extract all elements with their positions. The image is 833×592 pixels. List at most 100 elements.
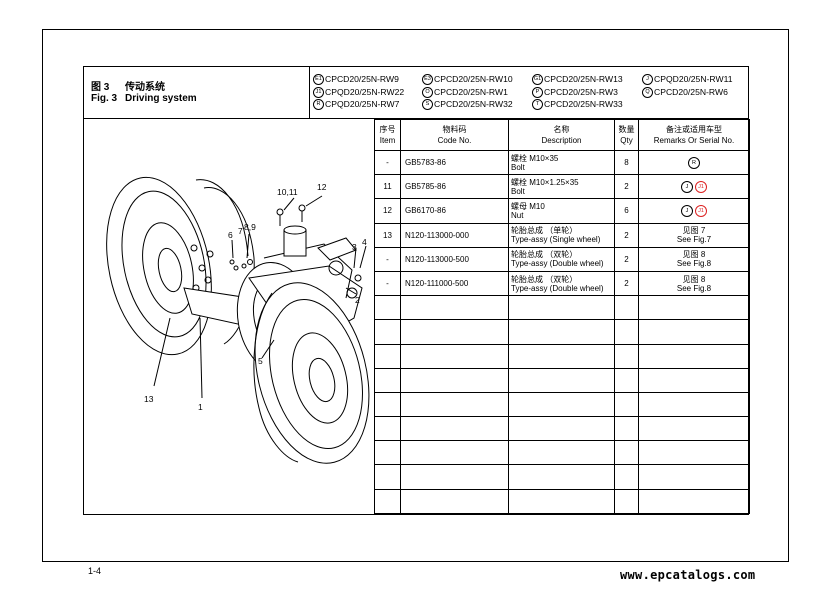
serial-badge-icon: J xyxy=(681,180,693,193)
model-badge-icon: G1 xyxy=(532,74,543,86)
empty-cell xyxy=(638,464,750,490)
description-en: Type-assy (Single wheel) xyxy=(511,235,601,245)
empty-cell xyxy=(614,295,639,321)
code-cell: GB5785-86 xyxy=(400,174,509,200)
callout-label: 1 xyxy=(198,402,203,412)
empty-cell xyxy=(508,367,615,393)
empty-cell xyxy=(614,488,639,514)
item-cell: 11 xyxy=(374,174,401,200)
empty-cell xyxy=(614,319,639,345)
table-row-empty xyxy=(374,295,750,321)
serial-badge-icon: J xyxy=(681,204,693,217)
serial-badge-icon: R xyxy=(688,156,700,169)
empty-cell xyxy=(374,416,401,442)
empty-cell xyxy=(508,295,615,321)
page-frame xyxy=(42,29,789,562)
empty-cell xyxy=(508,440,615,466)
empty-cell xyxy=(400,295,509,321)
callout-label: 12 xyxy=(317,182,327,192)
empty-cell xyxy=(374,440,401,466)
driving-system-illustration: 10,11 12 7 8,9 6 3 4 2 5 13 1 xyxy=(106,176,370,464)
callout-label: 2 xyxy=(355,295,360,305)
empty-cell xyxy=(614,367,639,393)
empty-cell xyxy=(508,464,615,490)
empty-cell xyxy=(638,367,750,393)
qty-cell: 2 xyxy=(614,174,639,200)
item-cell: 12 xyxy=(374,198,401,224)
table-row-empty xyxy=(374,367,750,393)
description-cell: 轮胎总成 （双轮）Type-assy (Double wheel) xyxy=(508,246,615,272)
table-row-empty xyxy=(374,440,750,466)
empty-cell xyxy=(400,343,509,369)
table-row-empty xyxy=(374,319,750,345)
description-en: Bolt xyxy=(511,162,525,172)
table-row-empty xyxy=(374,464,750,490)
empty-cell xyxy=(400,391,509,418)
description-cn: 螺栓 M10×1.25×35 xyxy=(511,177,579,187)
empty-cell xyxy=(614,464,639,490)
empty-cell xyxy=(508,343,615,369)
empty-cell xyxy=(374,343,401,369)
empty-cell xyxy=(508,416,615,442)
model-badge-icon: Q xyxy=(642,87,653,99)
description-cn: 轮胎总成 （双轮） xyxy=(511,250,578,260)
item-cell: 13 xyxy=(374,222,401,248)
model-badge-icon: R xyxy=(313,99,324,111)
empty-cell xyxy=(374,391,401,418)
remarks-cn: 见图 7 xyxy=(682,226,706,236)
description-cell: 轮胎总成 （双轮）Type-assy (Double wheel) xyxy=(508,270,615,297)
empty-cell xyxy=(374,464,401,490)
description-cn: 螺栓 M10×35 xyxy=(511,153,559,163)
item-cell: - xyxy=(374,270,401,297)
model-badge-icon: P xyxy=(532,87,543,99)
model-badge-icon: J1 xyxy=(313,87,324,99)
empty-cell xyxy=(400,367,509,393)
description-en: Bolt xyxy=(511,186,525,196)
description-cn: 螺母 M10 xyxy=(511,201,545,211)
empty-cell xyxy=(638,295,750,321)
callout-label: 10,11 xyxy=(277,187,298,197)
code-cell: N120-111000-500 xyxy=(400,270,509,297)
qty-cell: 6 xyxy=(614,198,639,224)
callout-label: 5 xyxy=(258,356,263,366)
model-badge-icon: E3 xyxy=(422,74,433,86)
empty-cell xyxy=(638,391,750,418)
table-row-empty xyxy=(374,488,750,514)
empty-cell xyxy=(638,416,750,442)
empty-cell xyxy=(508,488,615,514)
model-badge-icon: E1 xyxy=(313,74,324,86)
empty-cell xyxy=(400,319,509,345)
table-row-empty xyxy=(374,391,750,418)
remarks-en: See Fig.8 xyxy=(676,283,712,293)
callout-label: 7 xyxy=(238,226,243,236)
empty-cell xyxy=(400,440,509,466)
remarks-cn: 见图 8 xyxy=(682,250,706,260)
empty-cell xyxy=(614,440,639,466)
empty-cell xyxy=(374,367,401,393)
figure-title-cn: 传动系统 xyxy=(125,82,165,93)
item-cell: - xyxy=(374,246,401,272)
empty-cell xyxy=(614,343,639,369)
model-badge-icon: T xyxy=(532,99,543,111)
code-cell: GB6170-86 xyxy=(400,198,509,224)
model-badge-icon: O xyxy=(422,87,433,99)
item-cell: - xyxy=(374,149,401,176)
qty-cell: 2 xyxy=(614,222,639,248)
